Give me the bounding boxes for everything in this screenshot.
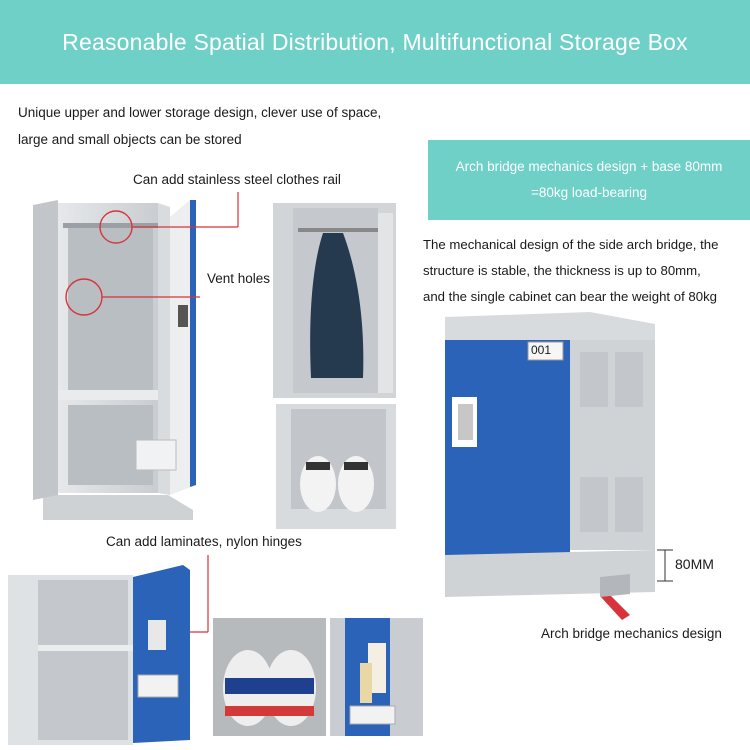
hinges-callout-label: Can add laminates, nylon hinges xyxy=(106,534,302,549)
jacket-photo xyxy=(273,203,396,398)
arch-callout-label: Arch bridge mechanics design xyxy=(541,626,722,641)
arch-info-line-1: Arch bridge mechanics design + base 80mm xyxy=(455,159,723,174)
arch-info-line-2: =80kg load-bearing xyxy=(531,185,647,200)
door-accessories-photo xyxy=(330,618,423,736)
vent-callout-label: Vent holes xyxy=(207,271,271,286)
intro-line-1: Unique upper and lower storage design, c… xyxy=(18,105,382,120)
intro-line-2: large and small objects can be stored xyxy=(18,132,242,147)
header-banner: Reasonable Spatial Distribution, Multifu… xyxy=(0,0,750,84)
dimension-bracket xyxy=(657,549,673,582)
open-locker-photo xyxy=(28,195,258,525)
description-line-3: and the single cabinet can bear the weig… xyxy=(423,289,717,304)
sneakers-photo xyxy=(213,618,326,736)
dimension-label: 80MM xyxy=(675,556,714,572)
blue-locker-open-photo xyxy=(8,565,198,745)
locker-number-label: 001 xyxy=(531,343,552,357)
closed-locker-photo xyxy=(440,312,665,602)
description-line-2: structure is stable, the thickness is up… xyxy=(423,263,701,278)
arch-description: The mechanical design of the side arch b… xyxy=(423,232,748,310)
shoes-locker-photo xyxy=(276,404,396,529)
intro-text: Unique upper and lower storage design, c… xyxy=(18,99,418,153)
page-title: Reasonable Spatial Distribution, Multifu… xyxy=(62,28,688,55)
description-line-1: The mechanical design of the side arch b… xyxy=(423,237,719,252)
arch-info-box: Arch bridge mechanics design + base 80mm… xyxy=(428,140,750,220)
rail-callout-label: Can add stainless steel clothes rail xyxy=(133,172,341,187)
